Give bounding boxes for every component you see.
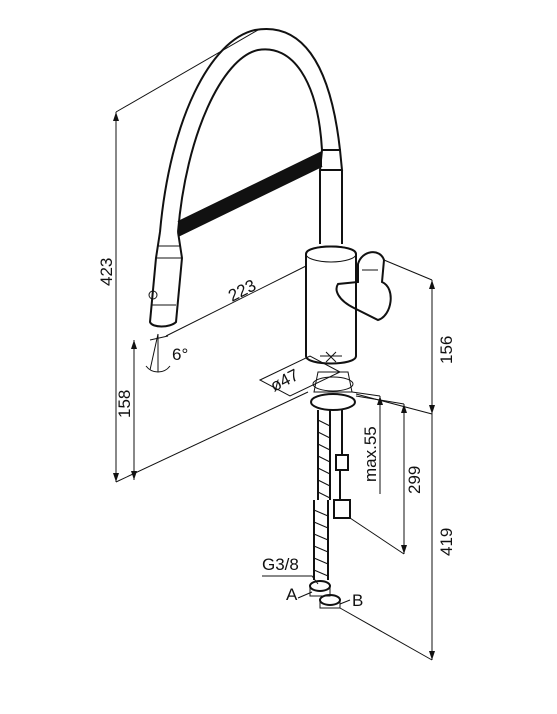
dim-423-ext-top bbox=[115, 29, 259, 113]
label-thread: G3/8 bbox=[262, 555, 299, 574]
label-max-thickness: max.55 bbox=[361, 426, 380, 482]
dim-158-arrow-top bbox=[131, 340, 137, 349]
body-center-cross bbox=[325, 351, 337, 363]
label-body-height: 156 bbox=[437, 336, 456, 364]
mount-nut bbox=[310, 393, 356, 411]
label-spout-height: 158 bbox=[115, 390, 134, 418]
dim-423-ext-bottom bbox=[115, 391, 309, 483]
label-reach: 223 bbox=[225, 276, 259, 306]
dim-156-ext-bottom bbox=[355, 393, 433, 415]
dim-299-ext-top bbox=[355, 395, 405, 405]
spring-fill bbox=[178, 152, 322, 236]
mount-washer bbox=[312, 376, 354, 392]
connector-a bbox=[309, 580, 331, 592]
dim-223-line bbox=[165, 265, 307, 337]
dim-156-arrow-bottom bbox=[429, 405, 435, 414]
lever-handle bbox=[335, 251, 392, 322]
dim-223-ext-left bbox=[149, 335, 169, 341]
b-leader bbox=[339, 599, 351, 605]
a-leader bbox=[297, 591, 313, 599]
g38-leader bbox=[262, 575, 319, 585]
label-spout-angle: 6° bbox=[172, 345, 188, 364]
dim-423-arrow-bottom bbox=[113, 473, 119, 482]
dimension-labels: 423 223 6° 158 ø47 156 max.55 299 419 G3… bbox=[97, 258, 456, 610]
dim-299-arrow-top bbox=[401, 404, 407, 413]
dim-158-arrow-bottom bbox=[131, 471, 137, 480]
spout-arc-outer bbox=[159, 27, 341, 233]
hose-b-connector bbox=[333, 499, 351, 519]
dim-419-arrow-bottom bbox=[429, 651, 435, 660]
dim-max55-ext-top bbox=[351, 391, 381, 397]
label-connection-a: A bbox=[286, 585, 298, 604]
dim-299-arrow-bottom bbox=[401, 545, 407, 554]
upper-ring bbox=[318, 149, 344, 171]
dimension-lines bbox=[113, 29, 435, 661]
hose-a-braid bbox=[317, 419, 331, 499]
hole-plate bbox=[258, 355, 342, 397]
label-hole-diameter: ø47 bbox=[267, 365, 302, 395]
label-hose-outer: 419 bbox=[437, 528, 456, 556]
dim-156-arrow-top bbox=[429, 280, 435, 289]
dim-156-ext-top bbox=[383, 259, 433, 281]
angle-slanted bbox=[149, 333, 159, 371]
spout-head bbox=[148, 231, 184, 328]
spray-button bbox=[148, 290, 158, 300]
dim-423-arrow-top bbox=[113, 112, 119, 121]
spout-arc-inner bbox=[177, 48, 323, 233]
label-hose-inner: 299 bbox=[405, 466, 424, 494]
label-total-height: 423 bbox=[97, 258, 116, 286]
hose-lower-braid bbox=[313, 509, 329, 577]
connector-a-body bbox=[309, 586, 331, 597]
hose-b-fitting bbox=[335, 454, 349, 471]
label-connection-b: B bbox=[352, 591, 363, 610]
body-top-ellipse bbox=[305, 245, 357, 263]
angle-arc bbox=[145, 365, 171, 373]
dim-299-ext-bottom bbox=[349, 517, 405, 555]
dim-419-ext-bottom bbox=[339, 607, 433, 661]
faucet-outline bbox=[148, 27, 392, 609]
